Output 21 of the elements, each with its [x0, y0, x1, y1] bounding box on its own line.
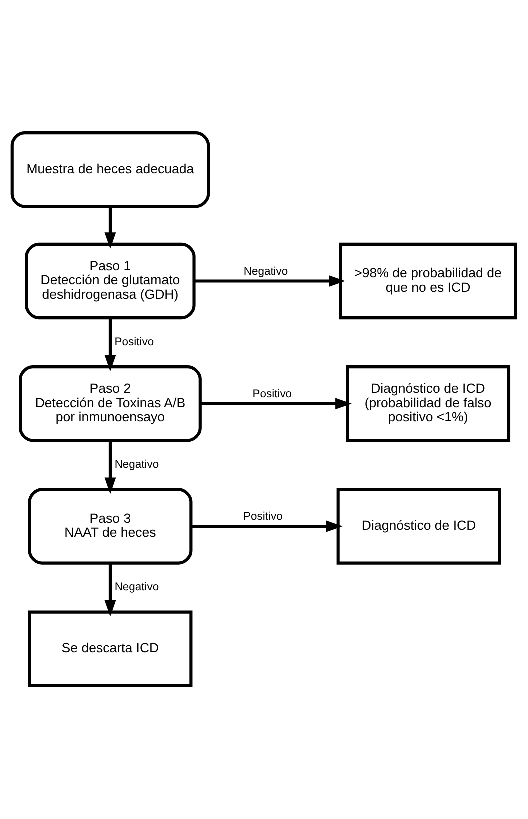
arrow — [104, 440, 116, 494]
arrow — [104, 563, 116, 617]
arrow — [200, 398, 352, 410]
edge-label: Positivo — [252, 388, 292, 401]
node-box: Diagnóstico de ICD (probabilidad de falso positivo <1%) — [346, 366, 511, 442]
node-box: Diagnóstico de ICD — [336, 488, 502, 565]
arrow — [192, 520, 343, 532]
node-box: >98% de probabilidad de que no es ICD — [339, 242, 518, 320]
node-box: Paso 2 Detección de Toxinas A/B por inmunoensayo — [19, 366, 202, 442]
edge-label: Positivo — [244, 511, 283, 524]
node-box: Se descarta ICD — [28, 610, 193, 688]
edge-label: Negativo — [244, 266, 288, 278]
edge-label: Negativo — [114, 582, 160, 594]
arrow — [194, 276, 346, 287]
arrow — [104, 318, 116, 372]
node-box: Paso 3 NAAT de heces — [28, 488, 193, 565]
edge-label: Positivo — [114, 336, 154, 348]
arrow — [104, 206, 116, 249]
node-box: Muestra de heces adecuada — [10, 132, 210, 208]
node-box: Paso 1 Detección de glutamato deshidrogenasa (GDH) — [25, 242, 196, 320]
edge-label: Negativo — [114, 459, 160, 472]
